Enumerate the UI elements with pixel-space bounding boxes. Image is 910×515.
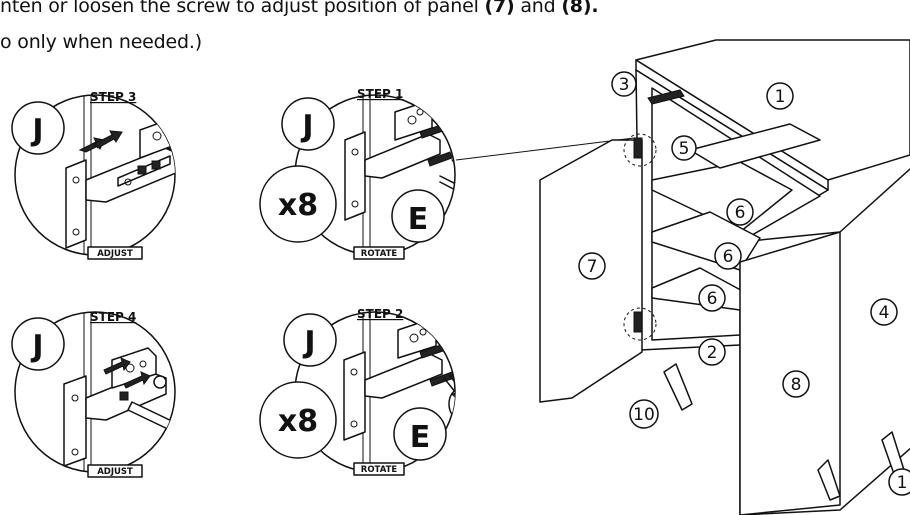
instruction-line-2: o only when needed.) <box>0 31 202 53</box>
rotate-arrow-icon <box>457 174 475 202</box>
part-letter-2: E <box>408 202 429 237</box>
step-tag: ADJUST <box>97 467 133 477</box>
leader-line <box>455 137 635 161</box>
step-tag: ADJUST <box>97 249 133 259</box>
step1-detail: J x8 E STEP 1 ROTATE <box>259 87 475 260</box>
hinge-icon <box>344 131 366 221</box>
part-callouts: 1 3 5 6 6 6 2 4 7 8 10 1 <box>578 71 910 496</box>
callout-corner: 1 <box>897 473 908 493</box>
step-title: STEP 3 <box>90 90 136 104</box>
step2-detail: J x8 E STEP 2 ROTATE <box>259 307 456 476</box>
quantity-label: x8 <box>278 188 318 223</box>
part-badge <box>11 101 65 155</box>
screw-icon <box>174 148 175 162</box>
callout-shelf: 6 <box>723 247 734 267</box>
screw-icon <box>153 375 167 389</box>
hinge-icon <box>65 159 87 249</box>
leg <box>817 459 841 501</box>
adjust-arrow-icon <box>451 105 455 129</box>
step-tag: ROTATE <box>361 465 398 475</box>
step-title: STEP 1 <box>357 87 403 101</box>
hinge-icon <box>633 137 643 159</box>
step-title: STEP 4 <box>90 310 136 324</box>
part-letter: J <box>300 109 313 144</box>
part-letter-2: E <box>410 420 431 455</box>
callout-back: 3 <box>619 75 630 95</box>
callout-shelf: 6 <box>707 289 718 309</box>
callout-hinge: 5 <box>679 139 690 159</box>
step-title: STEP 2 <box>357 307 403 321</box>
hinge-icon <box>63 375 87 467</box>
screwdriver-icon <box>184 156 232 184</box>
hinge-highlight <box>623 307 657 341</box>
step3-detail: J STEP 3 ADJUST <box>11 90 232 260</box>
callout-leg: 10 <box>633 405 655 425</box>
part-letter: J <box>30 329 43 364</box>
callout-top: 1 <box>775 87 786 107</box>
adjust-arrow-icon <box>103 357 131 375</box>
instruction-text: nten or loosen the screw to adjust posit… <box>0 0 485 17</box>
hinge-highlight <box>623 133 657 167</box>
part-letter: J <box>30 113 43 148</box>
callout-bottom: 2 <box>707 343 718 363</box>
hinge-icon <box>343 351 366 441</box>
instruction-and: and <box>514 0 562 17</box>
callout-right-door: 8 <box>791 375 802 395</box>
quantity-label: x8 <box>278 404 318 439</box>
panel-ref-7: (7) <box>484 0 515 17</box>
step4-detail: J STEP 4 ADJUST <box>11 310 176 478</box>
callout-side: 4 <box>879 303 890 323</box>
panel-ref-8: (8). <box>561 0 599 17</box>
back-panel <box>647 89 685 105</box>
step-tag: ROTATE <box>361 249 398 259</box>
part-letter: J <box>302 325 315 360</box>
instruction-line-1: nten or loosen the screw to adjust posit… <box>0 0 599 17</box>
callout-shelf: 6 <box>735 203 746 223</box>
leg <box>663 363 693 411</box>
callout-left-door: 7 <box>587 257 598 277</box>
